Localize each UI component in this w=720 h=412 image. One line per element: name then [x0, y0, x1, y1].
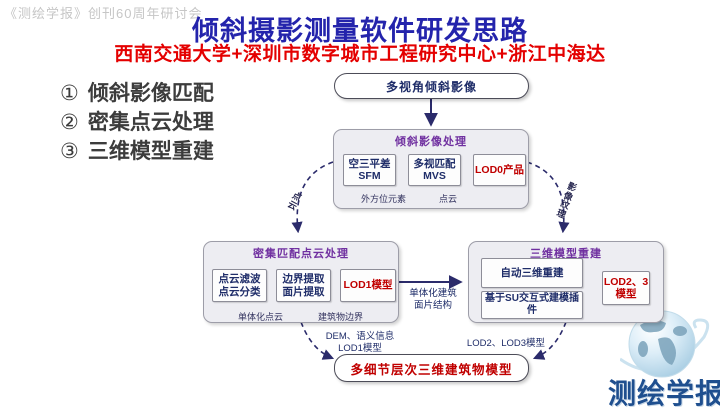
box-line: 基于SU交互式建模插件	[485, 292, 579, 317]
globe-continents	[638, 320, 687, 365]
stage-pointcloud-processing: 密集匹配点云处理 点云滤波 点云分类 边界提取 面片提取 LOD1模型 单体化点…	[203, 241, 399, 323]
box-su-interactive-plugin: 基于SU交互式建模插件	[481, 291, 583, 319]
edge-label-line: LOD1模型	[338, 342, 382, 354]
box-line: LOD2、3	[603, 275, 649, 288]
watermark-text: 《测绘学报》创刊60周年研讨会	[4, 6, 203, 21]
edge-label-line: DEM、语义信息	[325, 331, 395, 342]
box-sfm: 空三平差 SFM	[343, 154, 396, 186]
box-mvs: 多视匹配 MVS	[408, 154, 461, 186]
box-line: 边界提取	[282, 273, 325, 285]
box-auto-3d-reconstruction: 自动三维重建	[481, 258, 583, 288]
box-line: 空三平差	[348, 157, 391, 170]
arrow-stage1-to-stage3	[526, 161, 570, 234]
edge-label-lod2-lod3-models: LOD2、LOD3模型	[466, 338, 546, 349]
list-item: ② 密集点云处理	[60, 108, 214, 137]
box-line: 点云分类	[218, 285, 261, 298]
page-subtitle: 西南交通大学+深圳市数字城市工程研究中心+浙江中海达	[114, 44, 606, 65]
item-number: ③	[60, 140, 79, 163]
list-item: ③ 三维模型重建	[60, 137, 214, 166]
list-item: ① 倾斜影像匹配	[60, 79, 214, 108]
stage-3d-reconstruction: 三维模型重建 自动三维重建 基于SU交互式建模插件 LOD2、3 模型	[468, 241, 664, 323]
box-lod23-model: LOD2、3 模型	[602, 271, 650, 305]
arc-label-point-cloud: 点云	[439, 194, 458, 204]
box-lod1-model: LOD1模型	[340, 269, 396, 302]
box-line: 多视匹配	[413, 157, 456, 170]
page-title: 倾斜摄影测量软件研发思路	[192, 16, 528, 46]
box-line: 点云滤波	[218, 273, 261, 285]
node-multiview-oblique-images: 多视角倾斜影像	[334, 73, 529, 99]
globe-logo	[620, 310, 710, 378]
box-line: 面片提取	[282, 285, 325, 298]
box-line: SFM	[358, 170, 381, 182]
item-label: 倾斜影像匹配	[87, 82, 214, 105]
edge-label-line: 单体化建筑	[409, 288, 457, 299]
edge-label-line: 面片结构	[413, 299, 452, 311]
stage-oblique-image-processing: 倾斜影像处理 空三平差 SFM 多视匹配 MVS LOD0产品 外方位元素 点云	[333, 129, 529, 209]
box-line: MVS	[423, 170, 446, 182]
arrow-stage1-to-stage2	[291, 161, 334, 234]
box-boundary-patch-extract: 边界提取 面片提取	[276, 269, 331, 302]
arc-label-building-boundary: 建筑物边界	[318, 312, 364, 322]
box-line: LOD0产品	[474, 163, 524, 176]
box-line: 自动三维重建	[500, 266, 564, 279]
box-line: 模型	[615, 288, 637, 300]
item-number: ①	[60, 82, 79, 105]
journal-logo-text: 测绘学报	[608, 378, 720, 409]
stage-title: 三维模型重建	[530, 248, 602, 260]
item-label: 三维模型重建	[87, 140, 214, 163]
key-points-list: ① 倾斜影像匹配 ② 密集点云处理 ③ 三维模型重建	[60, 79, 214, 166]
arc-label-singulated-pointcloud: 单体化点云	[238, 312, 284, 322]
arc-label-exterior-orientation: 外方位元素	[361, 194, 407, 204]
node-multilod-building-models: 多细节层次三维建筑物模型	[334, 354, 529, 382]
stage-title: 倾斜影像处理	[395, 136, 467, 148]
item-label: 密集点云处理	[87, 111, 214, 134]
box-lod0-product: LOD0产品	[473, 154, 526, 186]
edge-label-singulated-building: 单体化建筑 面片结构	[402, 288, 464, 311]
item-number: ②	[60, 111, 79, 134]
box-pointcloud-filter-classify: 点云滤波 点云分类	[212, 269, 267, 302]
stage-title: 密集匹配点云处理	[253, 248, 349, 260]
arrow-stage2-to-output	[300, 321, 335, 360]
arrow-stage3-to-output	[532, 321, 567, 360]
edge-label-dem-semantic-lod1: DEM、语义信息 LOD1模型	[312, 331, 408, 354]
box-line: LOD1模型	[343, 279, 393, 292]
